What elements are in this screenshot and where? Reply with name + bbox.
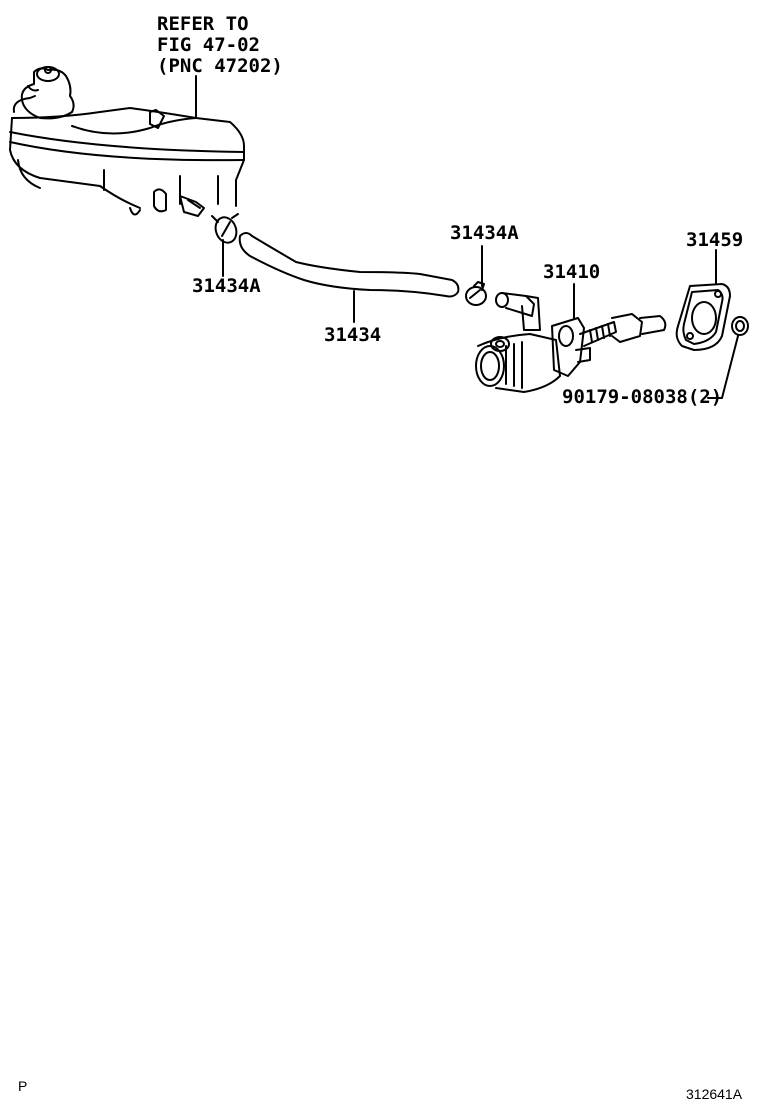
figure-code: 312641A <box>686 1086 743 1102</box>
reference-note-line-3: (PNC 47202) <box>157 55 283 77</box>
nut-leader-line <box>707 335 739 399</box>
part-label-upper-clip[interactable]: 31434A <box>192 275 261 297</box>
gasket <box>675 283 731 351</box>
master-cylinder <box>475 292 667 393</box>
upper-hose-clip <box>211 213 239 244</box>
reference-note-line-2: FIG 47-02 <box>157 34 260 56</box>
part-label-nut[interactable]: 90179-08038(2) <box>562 386 723 408</box>
footer-left-mark: P <box>18 1078 28 1094</box>
reference-note-line-1: REFER TO <box>157 13 249 35</box>
part-label-hose[interactable]: 31434 <box>324 324 382 346</box>
nut <box>731 316 749 336</box>
part-label-lower-clip[interactable]: 31434A <box>450 222 519 244</box>
hose <box>238 232 460 298</box>
reservoir-tank <box>9 66 245 217</box>
part-label-master-cylinder[interactable]: 31410 <box>543 261 601 283</box>
part-label-gasket[interactable]: 31459 <box>686 229 744 251</box>
